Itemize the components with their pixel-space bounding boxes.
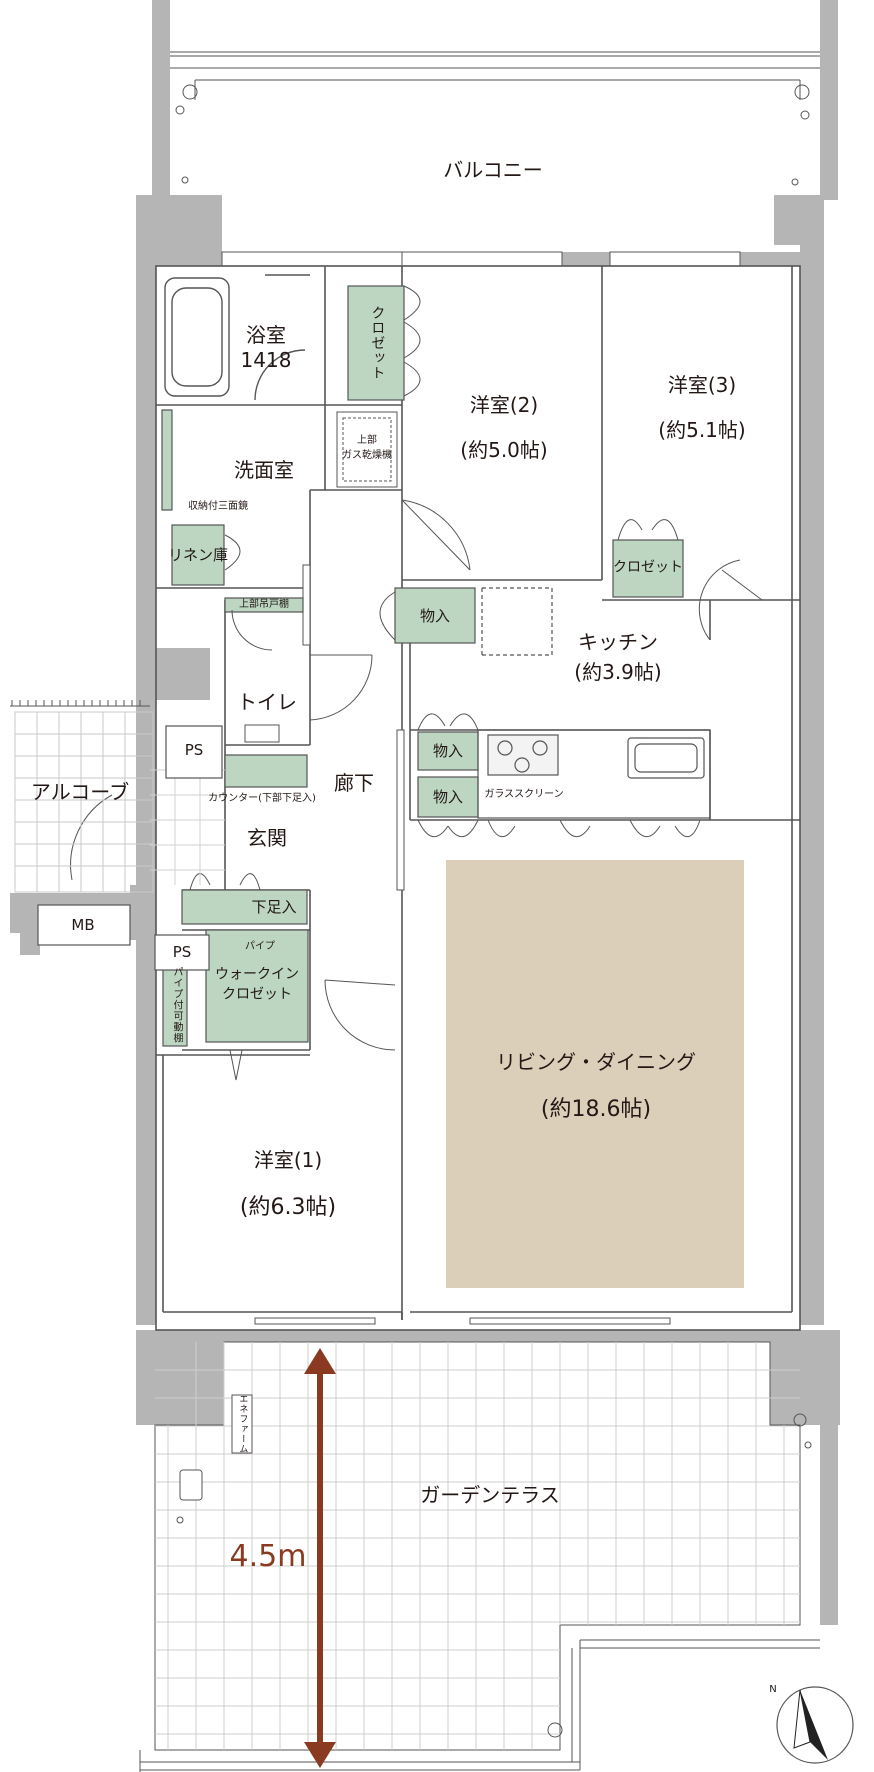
entrance-label: 玄関 [247, 826, 287, 850]
wic-label-1: ウォークイン [215, 966, 299, 983]
bedroom3-area-label: (約5.1帖) [658, 418, 746, 442]
door-swings [70, 499, 763, 1051]
alcove-tiles [14, 711, 154, 893]
bath-size-label: 1418 [240, 348, 292, 372]
ps-mb-boxes [37, 725, 223, 971]
storage2-label: 物入 [432, 742, 464, 760]
shoe-label: 下足入 [251, 898, 297, 916]
hall-label: 廊下 [334, 771, 374, 795]
storage1-label: 物入 [419, 607, 451, 625]
pipe-shelf-label: パイプ付可動棚 [171, 966, 182, 1044]
sliding-doors [254, 564, 671, 1325]
gas-dryer-label-2: ガス乾燥機 [342, 450, 392, 461]
living-label: リビング・ダイニング [496, 1050, 696, 1074]
bedroom2-label: 洋室(2) [469, 393, 539, 417]
living-area-label: (約18.6帖) [540, 1096, 652, 1122]
mirror-label: 収納付三面鏡 [188, 501, 248, 512]
ps2-label: PS [172, 943, 192, 961]
balcony-label: バルコニー [443, 158, 543, 182]
bedroom1-area-label: (約6.3帖) [239, 1194, 337, 1220]
interior-walls [155, 265, 801, 1331]
kitchen-label: キッチン [578, 630, 658, 654]
balcony-area [152, 0, 838, 200]
toilet-label: トイレ [237, 690, 297, 714]
compass-north-label: N [769, 1684, 777, 1695]
bathtub [164, 274, 310, 401]
counter-label: カウンター(下部下足入) [208, 793, 316, 804]
alcove-label: アルコーブ [30, 780, 130, 804]
top-wall-openings [221, 251, 741, 267]
dimension-label: 4.5m [229, 1539, 307, 1574]
upper-shelf-label: 上部吊戸棚 [239, 599, 289, 610]
storage-doors [189, 285, 701, 1081]
storage3-label: 物入 [432, 788, 464, 806]
bedroom1-label: 洋室(1) [253, 1148, 323, 1172]
linen-label: リネン庫 [167, 546, 229, 564]
living-floor [446, 860, 744, 1288]
toilet-fixture [244, 724, 280, 743]
mb-label: MB [71, 916, 95, 934]
ps1-label: PS [184, 741, 204, 759]
alcove-rail [10, 700, 150, 707]
washroom-label: 洗面室 [234, 458, 294, 482]
bath-label: 浴室 [246, 323, 286, 347]
garden-terrace [139, 1341, 820, 1772]
gas-dryer-label-1: 上部 [357, 435, 377, 446]
gas-dryer [336, 411, 398, 488]
closet3-label: クロゼット [613, 559, 683, 576]
dimension-arrow [304, 1348, 336, 1768]
garden-label: ガーデンテラス [420, 1483, 560, 1507]
bedroom3-label: 洋室(3) [667, 373, 737, 397]
kitchen-counter [477, 587, 711, 819]
wic-label-2: クロゼット [222, 986, 292, 1003]
enefarm-label: エネファーム [237, 1394, 248, 1454]
kitchen-area-label: (約3.9帖) [574, 660, 662, 684]
bedroom2-area-label: (約5.0帖) [460, 438, 548, 462]
closet-vertical-label: クロゼット [369, 305, 386, 381]
storage-blocks [161, 285, 684, 1047]
compass-icon [776, 1686, 854, 1764]
pipe-label: パイプ [245, 941, 275, 952]
glass-screen-label: ガラススクリーン [484, 789, 564, 800]
